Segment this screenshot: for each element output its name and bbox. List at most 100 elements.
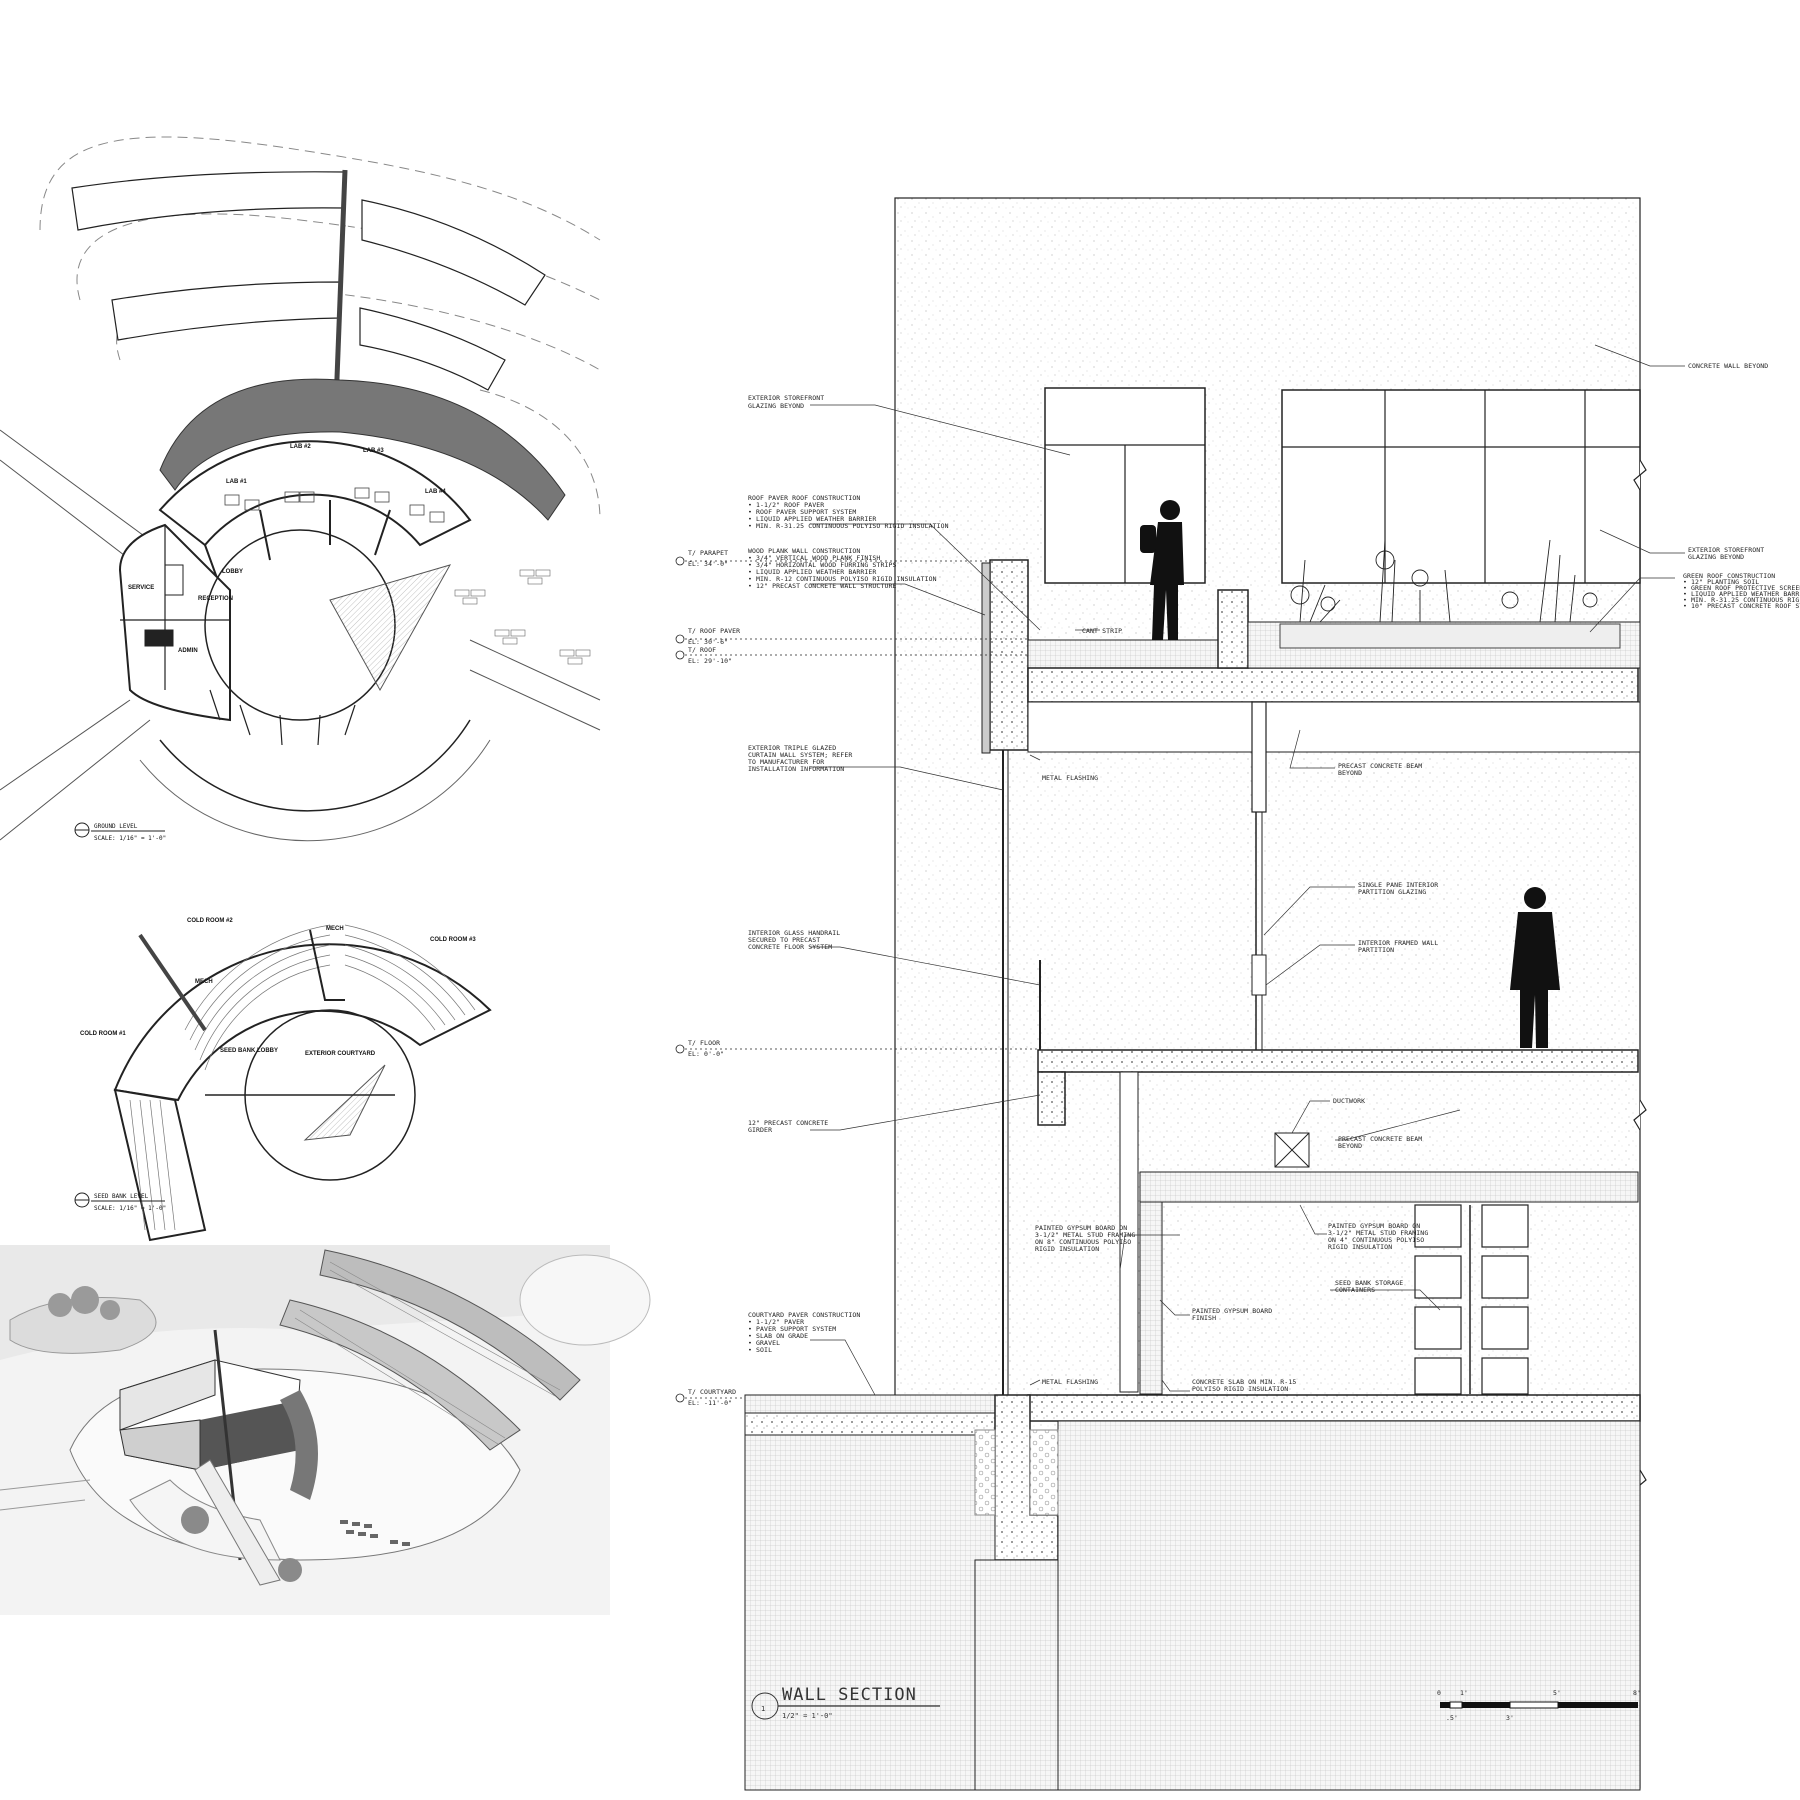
note-line: • 10" PRECAST CONCRETE ROOF STRUCTURE [1683,602,1800,610]
level-elev: EL: 29'-10" [688,657,732,665]
level-labels: T/ PARAPET EL: 34'-0" T/ ROOF PAVER EL: … [688,549,740,1407]
note-line: EXTERIOR STOREFRONT [1688,546,1764,554]
note-line: • MIN. R-31.25 CONTINUOUS POLYISO RIGID … [748,522,949,530]
note-line: GLAZING BEYOND [748,402,804,410]
svg-text:INTERIOR GLASS HANDRAIL: INTERIOR GLASS HANDRAIL SECURED TO PRECA… [748,929,844,951]
note-line: • 12" PLANTING SOIL [1683,578,1759,586]
note-line: CONCRETE WALL BEYOND [1688,362,1768,370]
room-label: LOBBY [222,569,243,575]
ground-plan-title: GROUND LEVEL [94,823,138,830]
note-line: INSTALLATION INFORMATION [748,765,844,773]
room-label: COLD ROOM #3 [430,937,476,943]
seed-bank-scale: SCALE: 1/16" = 1'-0" [94,1205,166,1212]
level-name: T/ PARAPET [688,549,728,557]
room-label: COLD ROOM #2 [187,918,233,924]
note-line: PARTITION [1358,946,1394,954]
note-line: • ROOF PAVER SUPPORT SYSTEM [748,508,856,516]
wall-section-drawing: T/ PARAPET EL: 34'-0" T/ ROOF PAVER EL: … [675,197,1800,1791]
scale-tick: 0 [1437,1689,1441,1697]
level-elev: EL: 0'-0" [688,1050,724,1058]
ground-level-plan [0,136,601,842]
level-elev: EL: -11'-0" [688,1399,732,1407]
note-line: PAINTED GYPSUM BOARD ON [1328,1222,1420,1230]
scale-tick: .5' [1446,1714,1458,1722]
note-line: TO MANUFACTURER FOR [748,758,824,766]
seed-bank-title: SEED BANK LEVEL [94,1193,149,1200]
seed-bank-caption: SEED BANK LEVEL SCALE: 1/16" = 1'-0" [74,1192,166,1212]
room-label: SERVICE [128,585,154,591]
note-line: CONCRETE SLAB ON MIN. R-15 [1192,1378,1296,1386]
svg-text:WOOD PLANK WALL CONSTRUCTION: WOOD PLANK WALL CONSTRUCTION • 3/4" VERT… [748,547,941,590]
note-line: • 1-1/2" PAVER [748,1318,804,1326]
note-line: PRECAST CONCRETE BEAM [1338,1135,1422,1143]
level-elev: EL: 30'-6" [688,638,728,646]
level-name: T/ ROOF PAVER [688,627,740,635]
note-line: • 3/4" HORIZONTAL WOOD FURRING STRIPS [748,561,897,569]
svg-text:12" PRECAST CONCRETE G: 12" PRECAST CONCRETE GIRDER [748,1119,832,1134]
section-notes-right: CONCRETE WALL BEYOND EXTERIOR STOREFRONT… [1035,362,1800,1393]
note-line: PRECAST CONCRETE BEAM [1338,762,1422,770]
note-line: • SLAB ON GRADE [748,1332,808,1340]
graphic-scale-bar: 0 1' 5' 8' .5' 3' [1437,1689,1641,1722]
level-name: T/ FLOOR [688,1039,720,1047]
level-elev: EL: 34'-0" [688,560,728,568]
note-line: • MIN. R-12 CONTINUOUS POLYISO RIGID INS… [748,575,937,583]
seed-bank-level-plan [113,924,492,1242]
svg-text:PAINTED GYPSUM BOARD ON: PAINTED GYPSUM BOARD ON 3-1/2" METAL STU… [1328,1222,1432,1251]
note-line: GLAZING BEYOND [1688,553,1744,561]
note-line: • LIQUID APPLIED WEATHER BARRIER [1683,590,1800,598]
note-line: BEYOND [1338,769,1362,777]
section-number: 1 [761,1705,765,1713]
note-line: PAINTED GYPSUM BOARD [1192,1307,1272,1315]
seed-bank-room-labels: COLD ROOM #2 COLD ROOM #3 COLD ROOM #1 M… [80,918,476,1057]
note-line: DUCTWORK [1333,1097,1365,1105]
level-name: T/ COURTYARD [688,1388,736,1396]
svg-text:GREEN ROOF CONSTRUCTION: GREEN ROOF CONSTRUCTION • 12" PLANTING S… [1683,572,1800,610]
metal-flashing-label: METAL FLASHING [1042,1378,1098,1386]
cant-strip-label: CANT STRIP [1082,627,1122,635]
note-line: INTERIOR GLASS HANDRAIL [748,929,840,937]
note-line: WOOD PLANK WALL CONSTRUCTION [748,547,860,555]
note-line: • 1-1/2" ROOF PAVER [748,501,824,509]
note-line: POLYISO RIGID INSULATION [1192,1385,1288,1393]
note-line: • PAVER SUPPORT SYSTEM [748,1325,836,1333]
room-label: LAB #3 [363,448,384,454]
svg-text:COURTYARD PAVER CONSTRUCTION: COURTYARD PAVER CONSTRUCTION • 1-1/2" PA… [748,1311,864,1354]
svg-text:PAINTED GYPSUM BOARD ON: PAINTED GYPSUM BOARD ON 3-1/2" METAL STU… [1035,1224,1139,1253]
note-line: SINGLE PANE INTERIOR [1358,881,1438,889]
ground-plan-caption: GROUND LEVEL SCALE: 1/16" = 1'-0" [74,822,166,842]
note-line: BEYOND [1338,1142,1362,1150]
scale-tick: 8' [1633,1689,1641,1697]
note-line: EXTERIOR TRIPLE GLAZED [748,744,836,752]
note-line: 3-1/2" METAL STUD FRAMING [1328,1229,1428,1237]
note-line: ON 4" CONTINUOUS POLYISO [1328,1236,1424,1244]
ground-plan-scale: SCALE: 1/16" = 1'-0" [94,835,166,842]
note-line: PARTITION GLAZING [1358,888,1426,896]
note-line: SECURED TO PRECAST [748,936,820,944]
note-line: • LIQUID APPLIED WEATHER BARRIER [748,515,876,523]
person-silhouette-floor [1510,887,1560,1048]
room-label: LAB #4 [425,489,446,495]
note-line: COURTYARD PAVER CONSTRUCTION [748,1311,860,1319]
level-markers [675,556,1038,1403]
note-line: CONCRETE FLOOR SYSTEM [748,943,832,951]
metal-flashing-label: METAL FLASHING [1042,774,1098,782]
note-line: CONTAINERS [1335,1286,1375,1294]
note-line: GIRDER [748,1126,772,1134]
note-line: ROOF PAVER ROOF CONSTRUCTION [748,494,860,502]
aerial-render [0,1245,651,1615]
room-label: LAB #1 [226,479,247,485]
ground-plan-room-labels: LAB #1 LAB #2 LAB #3 LAB #4 LOBBY SERVIC… [128,444,446,654]
note-line: SEED BANK STORAGE [1335,1279,1403,1287]
room-label: MECH [326,926,344,932]
note-line: FINISH [1192,1314,1216,1322]
room-label: LAB #2 [290,444,311,450]
